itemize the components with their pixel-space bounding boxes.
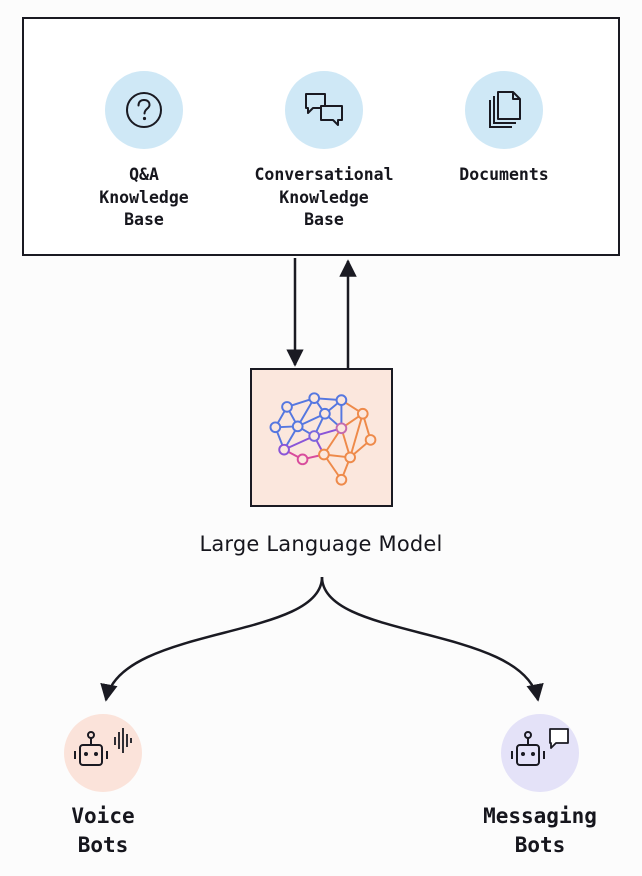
kb-label-documents: Documents xyxy=(459,165,549,184)
qa-knowledge-base: Q&A Knowledge Base xyxy=(64,71,224,232)
arrow-llm-to-messaging-bots xyxy=(320,576,544,702)
kb-label-qa: Q&A Knowledge Base xyxy=(99,165,189,229)
voice-bots: Voice Bots xyxy=(23,714,183,860)
kb-label-conversational: Conversational Knowledge Base xyxy=(254,165,394,229)
messaging-bots: Messaging Bots xyxy=(460,714,620,860)
question-icon xyxy=(105,71,183,149)
voice-bot-icon xyxy=(64,714,142,792)
messaging-bots-label: Messaging Bots xyxy=(483,804,597,857)
llm-box xyxy=(250,368,393,507)
documents: Documents xyxy=(424,71,584,187)
voice-bots-label: Voice Bots xyxy=(71,804,135,857)
brain-network-icon xyxy=(269,392,377,486)
knowledge-sources-box: Q&A Knowledge Base Conversational Knowle… xyxy=(22,17,620,256)
chat-bubbles-icon xyxy=(285,71,363,149)
messaging-bot-icon xyxy=(501,714,579,792)
documents-icon xyxy=(465,71,543,149)
llm-label: Large Language Model xyxy=(199,532,443,556)
conversational-knowledge-base: Conversational Knowledge Base xyxy=(244,71,404,232)
arrow-llm-to-voice-bots xyxy=(100,576,324,702)
